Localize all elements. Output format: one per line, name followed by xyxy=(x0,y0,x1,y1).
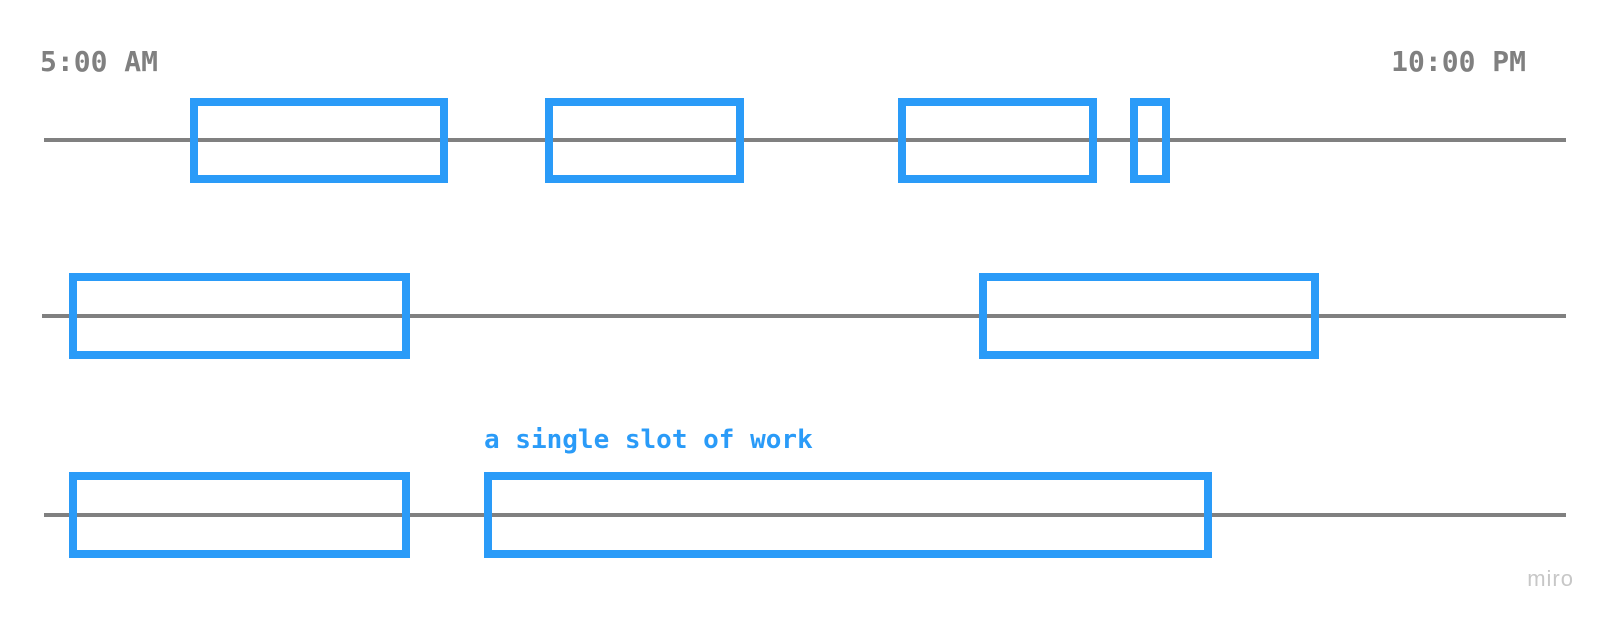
timeline-row-3 xyxy=(44,472,1566,558)
work-slot xyxy=(69,472,410,558)
work-slot xyxy=(190,98,448,183)
work-slot xyxy=(69,273,410,359)
work-slot xyxy=(1130,98,1170,183)
work-slot xyxy=(898,98,1097,183)
timeline-row-2 xyxy=(42,273,1566,359)
slot-annotation: a single slot of work xyxy=(484,425,813,455)
timeline-row-1 xyxy=(44,98,1566,183)
end-time-label: 10:00 PM xyxy=(1391,45,1526,78)
work-slot xyxy=(979,273,1319,359)
miro-watermark: miro xyxy=(1527,566,1574,591)
work-slot xyxy=(545,98,744,183)
work-slot-highlighted xyxy=(484,472,1212,558)
start-time-label: 5:00 AM xyxy=(40,45,159,78)
